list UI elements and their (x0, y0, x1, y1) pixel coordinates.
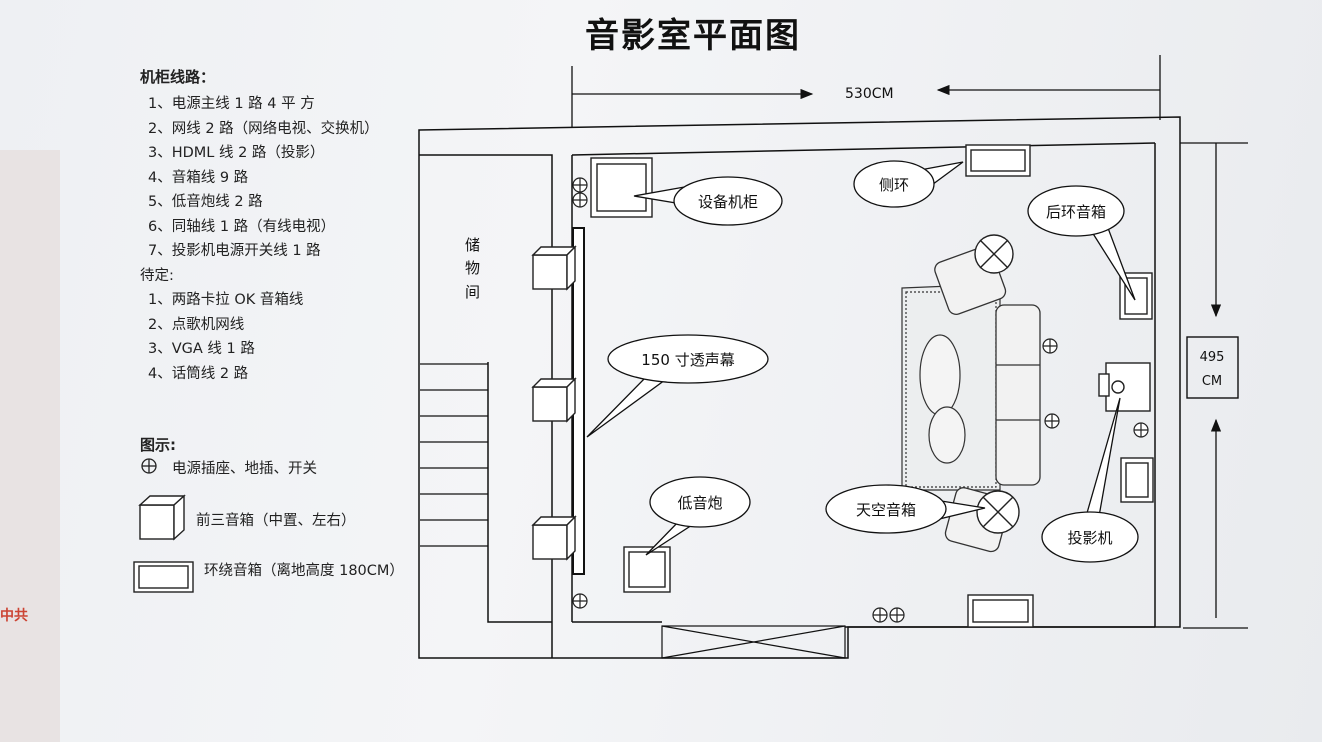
pending-item: 2、点歌机网线 (148, 316, 245, 333)
surround-speaker-side-top (965, 144, 1031, 177)
surround-speaker-rear-bottom (1120, 457, 1154, 503)
height-unit: CM (1202, 374, 1222, 389)
rug (901, 283, 1001, 491)
callout-subwoofer (645, 476, 751, 556)
callout-rear-surround (1027, 185, 1136, 301)
callout-cabinet-label: 设备机柜 (698, 193, 758, 211)
callout-screen (586, 334, 769, 438)
callout-projector (1041, 397, 1139, 563)
underlying-paper: 中共 (0, 150, 60, 742)
ceiling-speaker-top (974, 234, 1014, 274)
height-dimension (1180, 142, 1248, 629)
storage-room-char: 间 (465, 283, 480, 301)
callout-rear-surround-label: 后环音箱 (1046, 203, 1106, 221)
pending-item: 3、VGA 线 1 路 (148, 341, 255, 357)
callout-side-surround-label: 侧环 (879, 176, 909, 194)
callout-projector-label: 投影机 (1067, 529, 1112, 547)
front-speaker-center (531, 377, 577, 423)
cabinet-line-item: 3、HDML 线 2 路（投影） (148, 145, 325, 161)
projector-unit (1098, 362, 1151, 412)
pending-heading: 待定: (140, 267, 174, 284)
front-speaker-left (531, 245, 577, 291)
cabinet-line-item: 4、音箱线 9 路 (148, 169, 249, 186)
legend-front-speaker-icon (138, 494, 186, 541)
height-value: 495 (1200, 350, 1225, 365)
door-opening (661, 625, 846, 659)
cabinet-line-item: 5、低音炮线 2 路 (148, 194, 263, 210)
storage-room-char: 物 (465, 259, 480, 277)
cabinet-lines-heading: 机柜线路： (140, 68, 216, 86)
cabinet-line-item: 6、同轴线 1 路（有线电视） (148, 218, 336, 235)
storage-room-char: 储 (465, 236, 480, 254)
ceiling-speaker-bottom (976, 490, 1020, 534)
side-stamp: 中共 (0, 608, 28, 624)
legend-front-speaker-label: 前三音箱（中置、左右） (196, 513, 356, 529)
callout-ceiling-speaker (825, 484, 986, 534)
callout-screen-label: 150 寸透声幕 (641, 351, 734, 369)
legend-heading: 图示: (140, 436, 176, 454)
equipment-cabinet (590, 157, 653, 218)
width-label: 530CM (845, 86, 894, 102)
callout-cabinet (633, 176, 783, 226)
pending-item: 4、话筒线 2 路 (148, 365, 249, 382)
stairs (420, 363, 488, 547)
front-speaker-right (531, 515, 577, 561)
cabinet-line-item: 7、投影机电源开关线 1 路 (148, 243, 321, 259)
power-socket-icon (572, 177, 1149, 623)
callout-subwoofer-label: 低音炮 (677, 494, 722, 512)
width-dimension (571, 55, 1161, 128)
legend-surround-speaker-icon (133, 561, 194, 593)
pending-item: 1、两路卡拉 OK 音箱线 (148, 292, 304, 308)
symbol-legend: 图示: 电源插座、地插、开关 前三音箱（中置、左右） 环绕音箱（离地高度 180… (140, 434, 404, 579)
cabinet-line-item: 1、电源主线 1 路 4 平 方 (148, 96, 315, 112)
callout-ceiling-speaker-label: 天空音箱 (856, 501, 916, 519)
legend-surround-speaker-label: 环绕音箱（离地高度 180CM） (204, 563, 404, 579)
callout-side-surround (853, 160, 964, 208)
legend-socket-label: 电源插座、地插、开关 (172, 461, 317, 477)
cabinet-lines-list: 机柜线路： 1、电源主线 1 路 4 平 方 2、网线 2 路（网络电视、交换机… (140, 66, 379, 386)
page-title: 音影室平面图 (585, 16, 801, 56)
surround-speaker-side-bottom (967, 594, 1034, 628)
cabinet-line-item: 2、网线 2 路（网络电视、交换机） (148, 120, 379, 137)
legend-socket-icon (141, 458, 157, 474)
